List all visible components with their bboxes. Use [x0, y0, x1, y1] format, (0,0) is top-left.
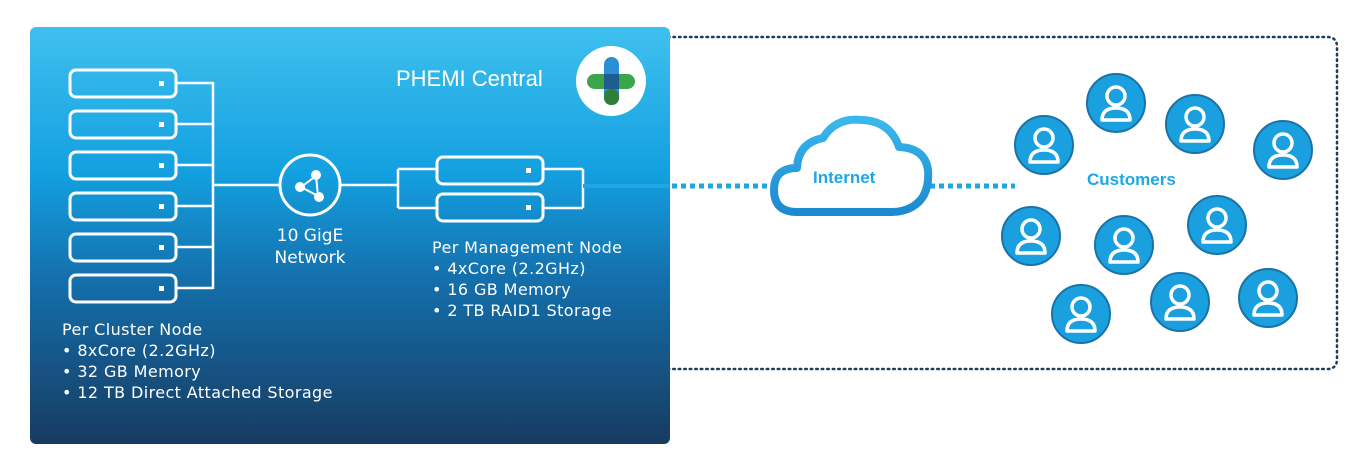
- user-icon: [1051, 284, 1111, 344]
- customers-boundary: [666, 35, 1339, 371]
- phemi-logo: [576, 46, 646, 116]
- user-icon: [1150, 272, 1210, 332]
- management-spec-item: • 4xCore (2.2GHz): [432, 259, 586, 278]
- share-network-icon: [278, 153, 342, 217]
- cluster-connectors: [176, 81, 398, 290]
- cloud-icon: [770, 115, 933, 216]
- user-icon: [1014, 115, 1074, 175]
- user-icon: [1238, 268, 1298, 328]
- user-icon: [1187, 195, 1247, 255]
- cluster-spec-item: • 12 TB Direct Attached Storage: [62, 383, 333, 402]
- management-node-title: Per Management Node: [432, 238, 623, 257]
- user-icon: [1253, 120, 1313, 180]
- management-node-spec: Per Management Node • 4xCore (2.2GHz) • …: [432, 237, 622, 321]
- cluster-spec-item: • 8xCore (2.2GHz): [62, 341, 216, 360]
- user-icon: [1086, 73, 1146, 133]
- brand-name: PHEMI Central: [396, 66, 543, 91]
- management-spec-item: • 16 GB Memory: [432, 280, 572, 299]
- network-label-line2: Network: [274, 248, 346, 268]
- management-spec-item: • 2 TB RAID1 Storage: [432, 301, 612, 320]
- server-icon: [435, 155, 545, 186]
- cluster-node-title: Per Cluster Node: [62, 320, 203, 339]
- management-connectors: [396, 167, 585, 210]
- network-label-line1: 10 GigE: [276, 226, 344, 246]
- customers-label: Customers: [1087, 170, 1176, 189]
- cluster-node-spec: Per Cluster Node • 8xCore (2.2GHz) • 32 …: [62, 319, 333, 403]
- phemi-central-panel: [30, 27, 670, 444]
- user-icon: [1165, 94, 1225, 154]
- network-label: 10 GigE Network: [274, 225, 346, 269]
- user-icon: [1094, 215, 1154, 275]
- internet-label: Internet: [813, 168, 876, 187]
- user-icon: [1001, 206, 1061, 266]
- customers-group: [1001, 73, 1313, 344]
- cluster-spec-item: • 32 GB Memory: [62, 362, 202, 381]
